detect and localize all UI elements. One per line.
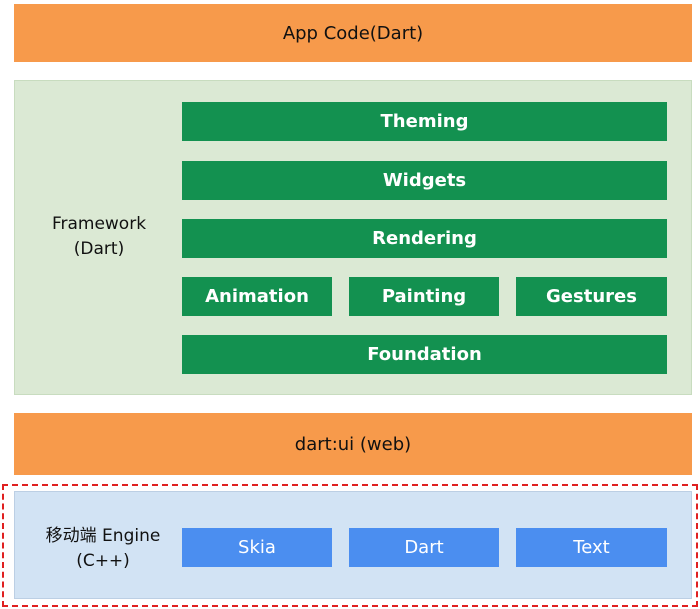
- app-code-layer: App Code(Dart): [14, 4, 692, 62]
- skia-label: Skia: [238, 537, 276, 558]
- dart-ui-layer: dart:ui (web): [14, 413, 692, 475]
- widgets-label: Widgets: [382, 170, 467, 191]
- foundation-box: Foundation: [182, 335, 667, 374]
- gestures-box: Gestures: [516, 277, 667, 316]
- engine-dashed-outline: [2, 484, 698, 607]
- engine-label-line1: 移动端 Engine: [45, 526, 161, 546]
- framework-label-line1: Framework: [51, 214, 147, 234]
- foundation-label: Foundation: [367, 344, 482, 365]
- dart-box: Dart: [349, 528, 499, 567]
- theming-box: Theming: [182, 102, 667, 141]
- dart-label: Dart: [404, 537, 444, 558]
- theming-label: Theming: [380, 111, 469, 132]
- gestures-label: Gestures: [546, 286, 637, 307]
- rendering-box: Rendering: [182, 219, 667, 258]
- engine-label: 移动端 Engine (C++): [28, 524, 178, 574]
- dart-ui-label: dart:ui (web): [294, 433, 412, 455]
- animation-box: Animation: [182, 277, 332, 316]
- framework-label-line2: (Dart): [73, 239, 125, 259]
- rendering-label: Rendering: [372, 228, 477, 249]
- app-code-label: App Code(Dart): [282, 22, 424, 44]
- painting-label: Painting: [381, 286, 467, 307]
- animation-label: Animation: [205, 286, 309, 307]
- painting-box: Painting: [349, 277, 499, 316]
- text-box: Text: [516, 528, 667, 567]
- widgets-box: Widgets: [182, 161, 667, 200]
- text-label: Text: [573, 537, 610, 558]
- skia-box: Skia: [182, 528, 332, 567]
- engine-label-line2: (C++): [76, 551, 130, 571]
- framework-label: Framework (Dart): [34, 212, 164, 262]
